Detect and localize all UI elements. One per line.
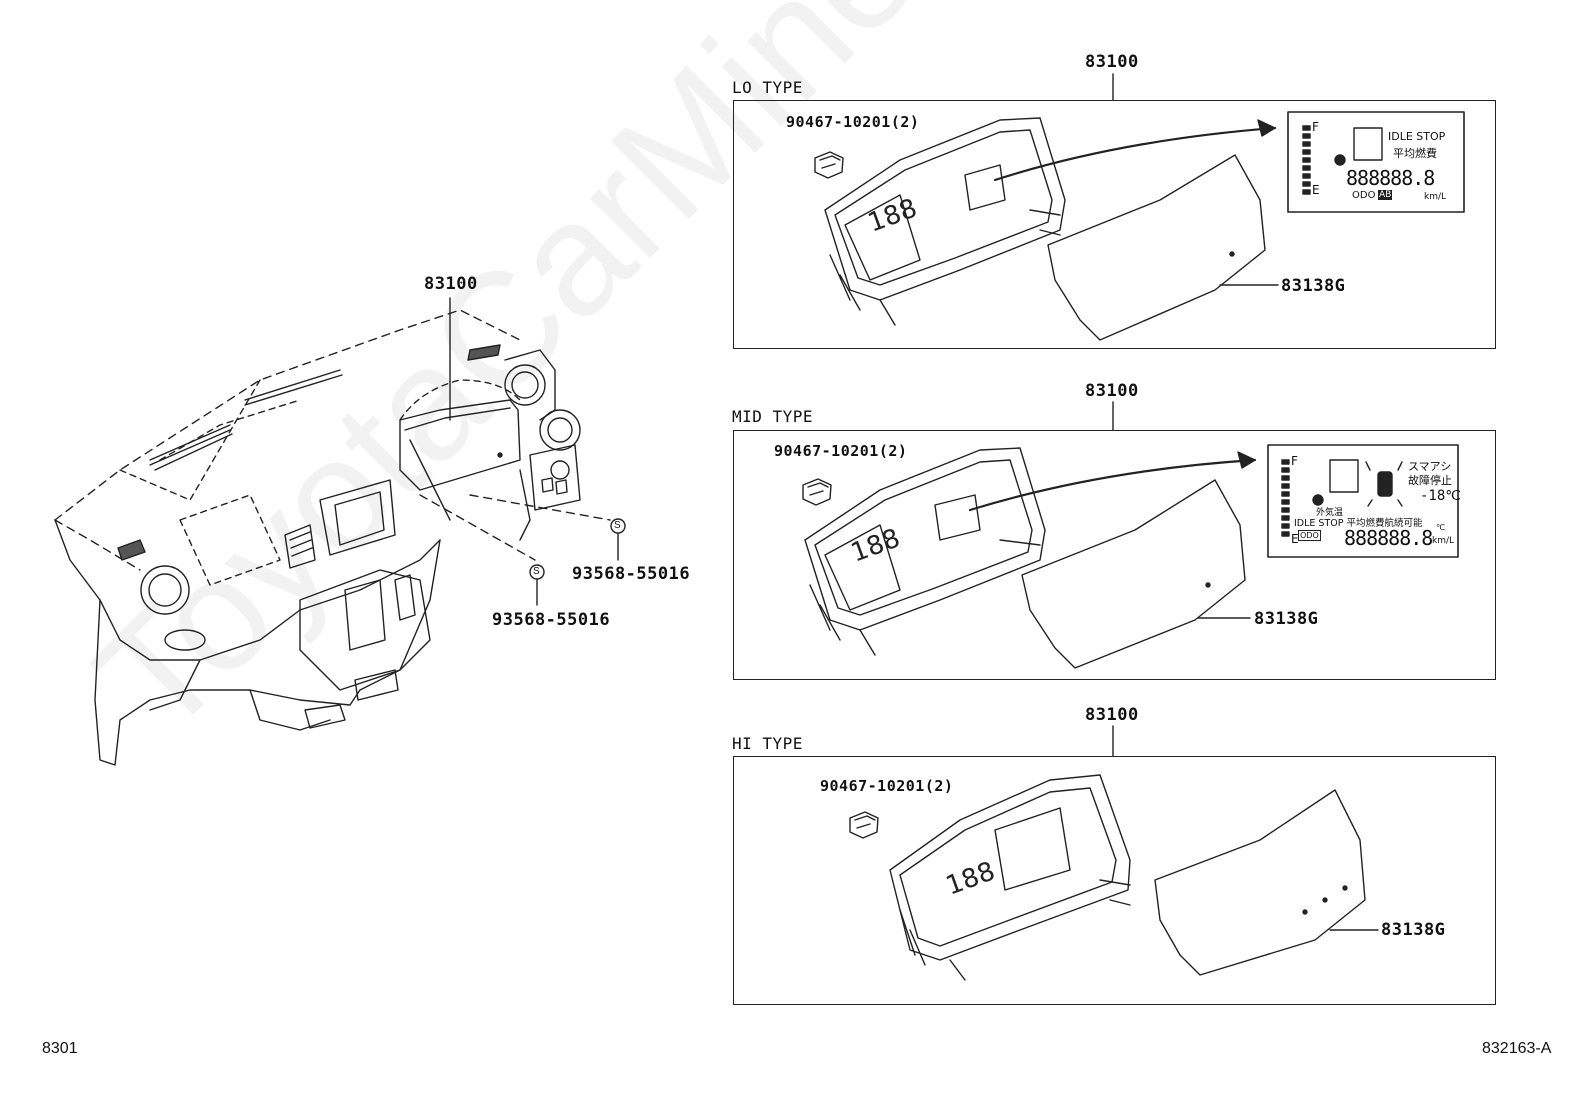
hi-clip-part-number[interactable]: 90467-10201(2) [820, 777, 954, 795]
lo-lcd-avg-fuel: 平均燃費 [1393, 147, 1437, 160]
overview-screw-left-part-number[interactable]: 93568-55016 [492, 610, 611, 630]
mid-lcd-outside-temp-label: 外気温 [1316, 508, 1344, 518]
mid-clip-part-number[interactable]: 90467-10201(2) [774, 442, 908, 460]
hi-glass-part-number[interactable]: 83138G [1381, 920, 1446, 940]
hi-type-drawing: 188 [849, 774, 1379, 981]
mid-lcd-odo: ODO [1298, 530, 1321, 541]
mid-type-drawing: 188 [802, 444, 1459, 669]
mid-lcd-smart-assist: スマアシ [1408, 460, 1452, 473]
mid-meter-part-number[interactable]: 83100 [1085, 381, 1139, 401]
lo-type-label: LO TYPE [732, 78, 803, 97]
lo-lcd-f: F [1312, 120, 1319, 134]
mid-lcd-unit-temp: ℃ [1436, 523, 1445, 532]
mid-lcd-fault-stop: 故障停止 [1408, 474, 1452, 487]
overview-screw-right-part-number[interactable]: 93568-55016 [572, 564, 691, 584]
lo-meter-part-number[interactable]: 83100 [1085, 52, 1139, 72]
lo-lcd-ab: AB [1378, 190, 1393, 200]
footer-figure-number: 8301 [42, 1040, 78, 1057]
lo-lcd-e: E [1312, 183, 1320, 197]
lo-type-panel [733, 100, 1496, 349]
screw-symbol-left: S [533, 566, 540, 577]
lo-clip-part-number[interactable]: 90467-10201(2) [786, 113, 920, 131]
hi-type-label: HI TYPE [732, 734, 803, 753]
mid-lcd-f: F [1291, 454, 1298, 468]
mid-lcd-outside-temp-value: -18℃ [1420, 488, 1462, 504]
overview-meter-part-number[interactable]: 83100 [424, 274, 478, 294]
mid-lcd-digits: 888888.8 [1344, 526, 1433, 550]
mid-type-label: MID TYPE [732, 407, 814, 426]
hi-type-panel [733, 756, 1496, 1005]
lo-lcd-unit: km/L [1424, 192, 1447, 202]
mid-lcd-unit: km/L [1432, 536, 1455, 546]
footer-illustration-code: 832163-A [1482, 1040, 1552, 1057]
lo-lcd-idle-stop: IDLE STOP [1388, 130, 1446, 143]
mid-lcd-modes: IDLE STOP 平均燃費航続可能 [1294, 518, 1423, 529]
lo-glass-part-number[interactable]: 83138G [1281, 276, 1346, 296]
mid-type-panel [733, 430, 1496, 680]
lo-type-drawing: 188 [814, 111, 1465, 341]
screw-symbol-right: S [614, 520, 621, 531]
lo-lcd-details [1302, 125, 1383, 195]
hi-meter-part-number[interactable]: 83100 [1085, 705, 1139, 725]
mid-glass-part-number[interactable]: 83138G [1254, 609, 1319, 629]
lo-lcd-odo: ODO [1352, 190, 1376, 201]
lo-lcd-digits: 888888.8 [1346, 166, 1435, 190]
dashboard-drawing [54, 297, 626, 766]
mid-lcd-e: E [1291, 532, 1299, 546]
